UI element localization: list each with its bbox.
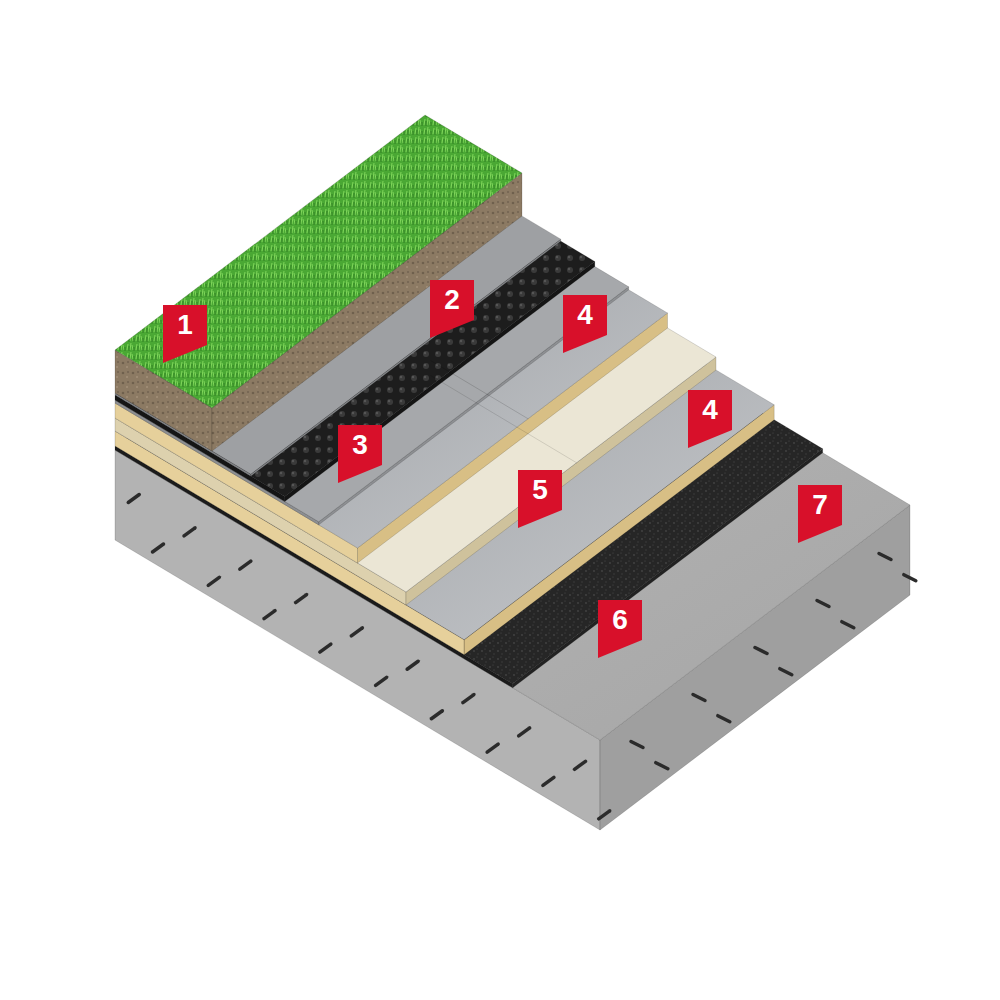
rebar-stub [320, 644, 331, 652]
callout-number: 7 [798, 485, 842, 525]
callout-flag [563, 295, 607, 353]
rebar-stub [904, 575, 916, 581]
soil-grass-layer-top [115, 115, 522, 408]
rebar-stub [599, 811, 610, 819]
callout-flag [688, 390, 732, 448]
rebar-stub [463, 695, 474, 703]
callout-number: 3 [338, 425, 382, 465]
rebar-stub [128, 495, 139, 503]
callout-flag [430, 280, 474, 338]
rebar-stub [208, 577, 219, 585]
callout-number: 4 [688, 390, 732, 430]
rebar-stub [519, 728, 530, 736]
callout-flag [598, 600, 642, 658]
rebar-stub [240, 561, 251, 569]
callout-flag [518, 470, 562, 528]
rebar-stub [543, 777, 554, 785]
callout-number: 1 [163, 305, 207, 345]
board-joint [431, 361, 528, 419]
rebar-stub [755, 648, 767, 654]
rebar-stub [487, 744, 498, 752]
rebar-stub [264, 611, 275, 619]
rebar-stub [351, 628, 362, 636]
rebar-stub [656, 763, 668, 769]
callout-number: 6 [598, 600, 642, 640]
callout-number: 2 [430, 280, 474, 320]
rebar-stub [879, 554, 891, 560]
rebar-stub [153, 544, 164, 552]
rebar-stub [817, 601, 829, 607]
board-joint [431, 376, 577, 463]
rebar-stub [693, 695, 705, 701]
rebar-stub [407, 661, 418, 669]
callout-flag [798, 485, 842, 543]
rebar-stub [780, 669, 792, 675]
rebar-stub [184, 528, 195, 536]
rebar-stub [431, 711, 442, 719]
rebar-stub [296, 595, 307, 603]
callout-number: 4 [563, 295, 607, 335]
rebar-stub [574, 761, 585, 769]
callout-number: 5 [518, 470, 562, 510]
rebar-stub [842, 622, 854, 628]
callout-flag [338, 425, 382, 483]
rebar-stub [718, 716, 730, 722]
callout-flag [163, 305, 207, 363]
rebar-stub [376, 677, 387, 685]
rebar-stub [631, 742, 643, 748]
